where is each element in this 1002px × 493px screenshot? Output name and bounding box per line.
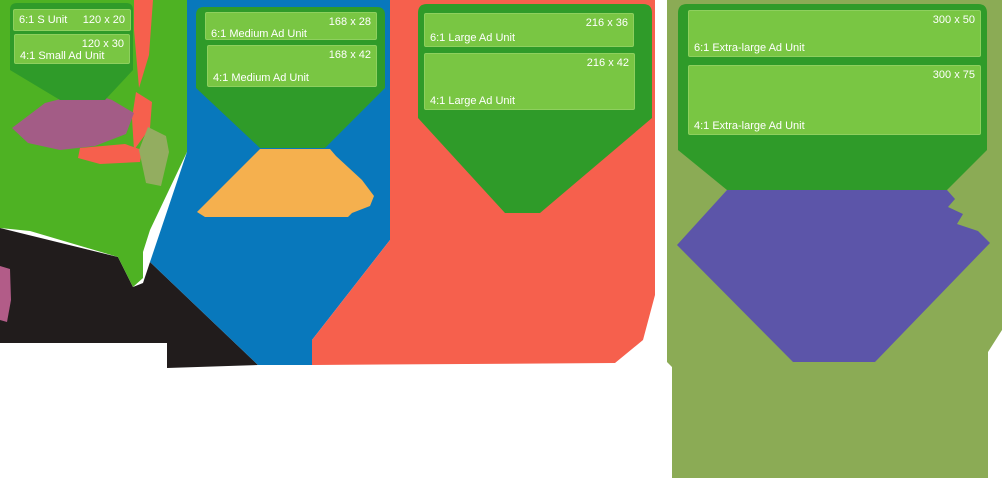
ad-unit-label: 4:1 Medium Ad Unit (213, 72, 309, 84)
olive-blob (139, 127, 169, 186)
ad-unit-medium-6to1: 168 x 28 6:1 Medium Ad Unit (205, 12, 377, 40)
purple-blob (12, 92, 134, 150)
ad-unit-label: 6:1 Large Ad Unit (430, 32, 516, 44)
ad-unit-extra-large-4to1: 300 x 75 4:1 Extra-large Ad Unit (688, 65, 981, 135)
ad-unit-label: 6:1 Extra-large Ad Unit (694, 42, 805, 54)
ad-unit-label: 4:1 Extra-large Ad Unit (694, 120, 805, 132)
ad-unit-label: 6:1 S Unit (19, 14, 68, 26)
slate-blob (677, 183, 990, 362)
ad-unit-size: 300 x 75 (932, 69, 975, 81)
ad-unit-size: 300 x 50 (932, 14, 975, 26)
ad-unit-label: 4:1 Small Ad Unit (20, 50, 105, 62)
ad-unit-label: 6:1 Medium Ad Unit (211, 28, 307, 40)
ad-unit-size: 216 x 42 (586, 57, 629, 69)
magenta-shape (0, 266, 11, 322)
ad-unit-size: 168 x 42 (328, 49, 371, 61)
ad-unit-medium-4to1: 168 x 42 4:1 Medium Ad Unit (207, 45, 377, 87)
ad-unit-label: 4:1 Large Ad Unit (430, 95, 516, 107)
ad-unit-large-6to1: 216 x 36 6:1 Large Ad Unit (424, 13, 634, 47)
ad-unit-size: 216 x 36 (585, 17, 628, 29)
ad-unit-large-4to1: 216 x 42 4:1 Large Ad Unit (424, 53, 635, 110)
red-sliver-mid (132, 92, 152, 150)
ad-unit-size: 120 x 20 (82, 14, 125, 26)
red-sliver-scribble (78, 144, 142, 164)
red-sliver-top (134, 0, 153, 88)
ad-unit-small-6to1: 6:1 S Unit 120 x 20 (13, 9, 131, 31)
ad-unit-extra-large-6to1: 300 x 50 6:1 Extra-large Ad Unit (688, 10, 981, 57)
ad-unit-size: 120 x 30 (81, 38, 124, 50)
ad-unit-small-4to1: 120 x 30 4:1 Small Ad Unit (14, 34, 130, 64)
black-silhouette-shape (0, 228, 258, 368)
orange-blob (197, 149, 374, 217)
ad-unit-size: 168 x 28 (328, 16, 371, 28)
